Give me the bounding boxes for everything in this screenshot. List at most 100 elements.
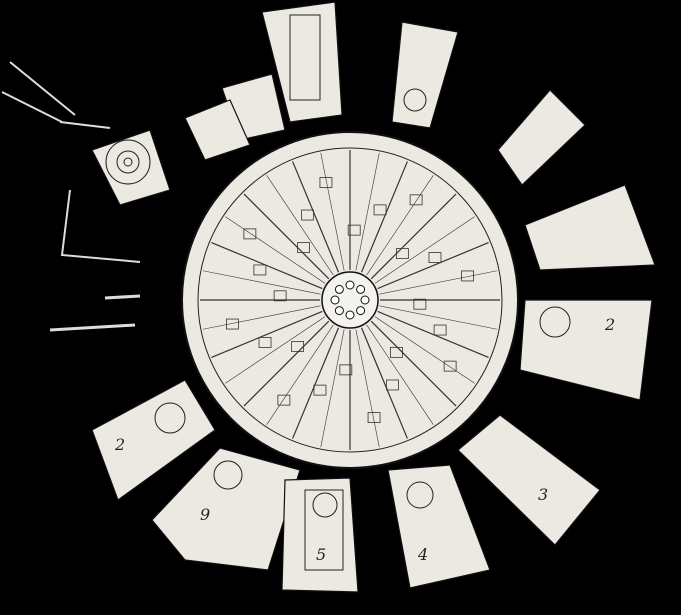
disc-spoke: [377, 242, 489, 290]
tower-circle-outer: [105, 139, 151, 185]
outer-rooms: 2 2 9 5 4 3: [91, 1, 656, 593]
hub-dot: [334, 284, 344, 294]
room-right: [519, 299, 653, 401]
disc-cell: [319, 177, 333, 188]
room-top-center: [261, 1, 343, 123]
room-bottom-left-round: [213, 460, 243, 490]
disc-spoke: [366, 175, 434, 276]
tower-circle-inner: [116, 150, 140, 174]
room-label-lower-right: 3: [538, 485, 548, 504]
disc-spoke: [379, 270, 498, 295]
hub-dot: [360, 295, 370, 305]
corridor-line-left: [60, 189, 141, 263]
disc-spokes: [200, 150, 500, 450]
disc-spoke: [266, 175, 334, 276]
hub-dot: [334, 306, 344, 316]
hub-dot: [356, 284, 366, 294]
hub-dot: [330, 295, 340, 305]
central-disc: [181, 131, 519, 469]
disc-spoke: [225, 316, 326, 384]
disc-cell: [313, 384, 327, 396]
disc-spoke: [355, 329, 380, 448]
disc-spoke: [370, 193, 457, 280]
corridor-line-mid-left: [49, 294, 141, 332]
disc-cell: [273, 290, 287, 302]
room-bottom-center-inner: [304, 489, 344, 571]
room-right-round: [539, 306, 571, 338]
disc-cell: [277, 394, 291, 406]
disc-spoke: [320, 329, 345, 448]
disc-hub: [321, 271, 379, 329]
disc-cell: [339, 364, 353, 376]
room-bottom-center-round: [312, 492, 338, 518]
room-top-right: [391, 21, 459, 129]
room-bottom-left: [151, 447, 301, 571]
disc-cell: [373, 204, 387, 216]
disc-spoke: [360, 161, 408, 273]
disc-spoke: [320, 152, 345, 271]
corridor-lines: [1, 61, 141, 332]
room-lower-left: [91, 379, 216, 501]
disc-spoke: [292, 327, 340, 439]
disc-spoke: [243, 320, 330, 407]
disc-spoke: [374, 216, 475, 284]
room-bottom-right-round: [406, 481, 434, 509]
disc-spoke: [243, 193, 330, 280]
disc-spoke: [225, 216, 326, 284]
hub-dots: [330, 280, 370, 320]
room-far-left-tower: [91, 129, 171, 206]
room-lower-right: [457, 414, 601, 546]
room-label-bottom-right: 4: [417, 545, 428, 564]
room-label-bottom-center: 5: [316, 545, 326, 564]
disc-spoke: [374, 316, 475, 384]
disc-cell: [347, 224, 361, 236]
disc-spoke: [366, 324, 434, 425]
disc-cell: [367, 412, 381, 423]
disc-spoke: [377, 310, 489, 358]
disc-cell: [443, 360, 457, 372]
disc-spoke: [360, 327, 408, 439]
disc-ring: [197, 147, 503, 453]
disc-cell: [461, 270, 474, 282]
disc-cell: [433, 324, 447, 336]
disc-spoke: [211, 310, 323, 358]
tower-circle-core: [123, 157, 133, 167]
room-top-far-left: [184, 99, 251, 161]
disc-spoke: [355, 152, 380, 271]
disc-cell: [409, 194, 423, 206]
disc-cell: [413, 298, 427, 310]
disc-spoke: [292, 161, 340, 273]
disc-cell: [291, 341, 305, 352]
disc-cell: [301, 209, 314, 221]
disc-spoke: [202, 305, 321, 330]
room-label-bottom-left: 9: [200, 505, 210, 524]
room-label-lower-left: 2: [114, 435, 125, 454]
disc-spoke: [202, 270, 321, 295]
disc-cell: [226, 318, 239, 330]
room-upper-right: [497, 89, 586, 186]
disc-spoke: [211, 242, 323, 290]
disc-cell: [297, 242, 310, 254]
disc-spoke: [370, 320, 457, 407]
disc-cell: [243, 228, 257, 240]
room-bottom-right: [387, 464, 491, 589]
hub-dot: [356, 306, 366, 316]
disc-spoke: [379, 305, 498, 330]
hub-dot: [345, 310, 355, 320]
disc-cell: [253, 264, 267, 276]
room-lower-left-round: [154, 402, 186, 434]
disc-spoke: [266, 324, 334, 425]
disc-cell: [428, 252, 442, 263]
room-bottom-center: [281, 477, 359, 593]
corridor-line-top-left: [1, 61, 111, 129]
disc-cell: [395, 248, 409, 259]
disc-cell: [258, 337, 272, 348]
room-label-right: 2: [604, 315, 615, 334]
disc-cell: [386, 379, 399, 391]
room-right-upper: [524, 184, 656, 271]
room-top-right-round: [403, 88, 427, 112]
disc-cell: [390, 346, 403, 358]
room-top-center-inner: [289, 14, 321, 101]
